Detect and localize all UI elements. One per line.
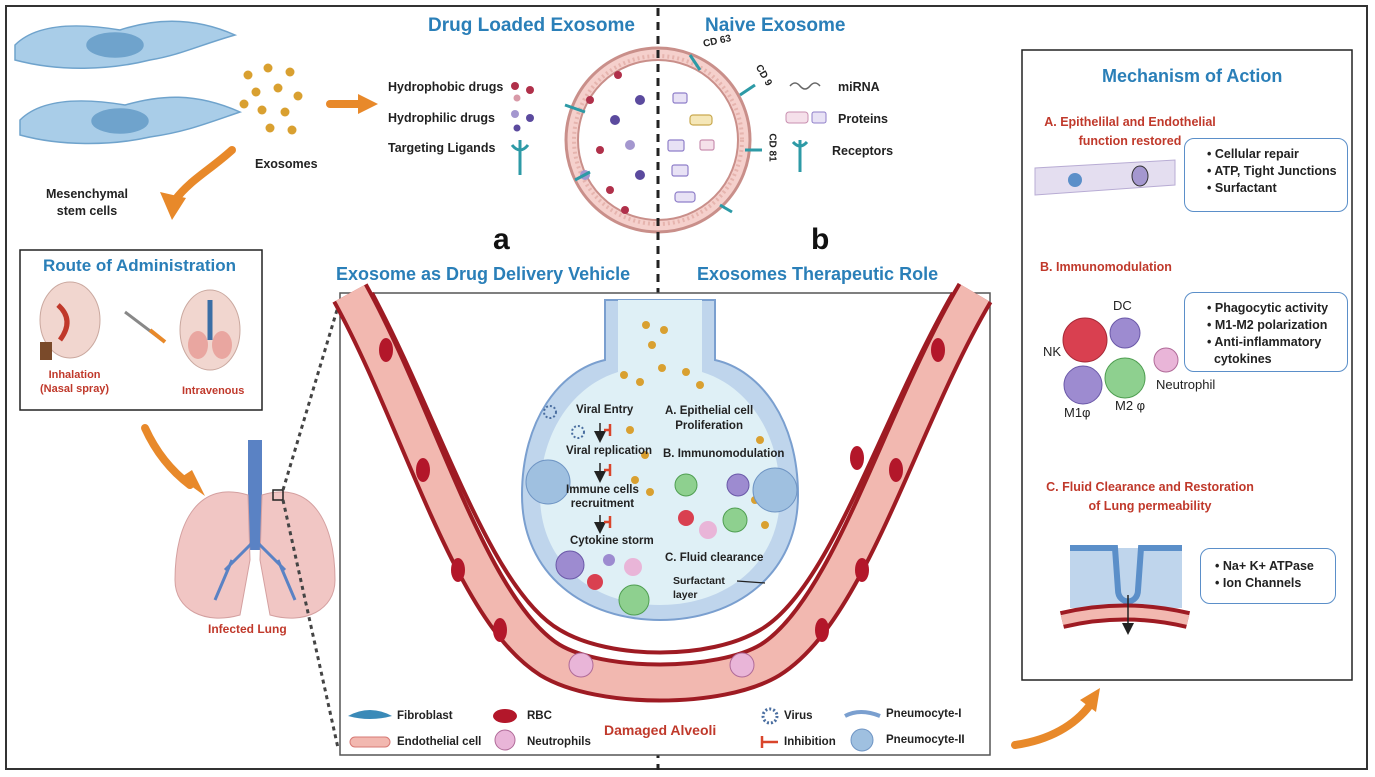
- step-epithelial-proliferation: A. Epithelial cell Proliferation: [665, 405, 754, 432]
- legend-proteins: Proteins: [838, 112, 889, 126]
- top-legend-glyphs: [510, 82, 827, 175]
- rbc-in-vessel: [379, 338, 945, 642]
- epithelium-illustration: [1034, 159, 1176, 196]
- msc-label: Mesenchymal stem cells: [46, 187, 128, 218]
- moa-c-item: Na+ K+ ATPase: [1215, 558, 1335, 575]
- cell-m1-label: M1φ: [1064, 405, 1091, 420]
- moa-a-box: Cellular repair ATP, Tight Junctions Sur…: [1184, 138, 1348, 212]
- legend-mirna: miRNA: [838, 80, 880, 94]
- moa-a-item: Cellular repair: [1207, 146, 1347, 163]
- exosomes-label: Exosomes: [255, 157, 318, 171]
- inhibition-marks: [604, 424, 612, 528]
- moa-c-title: C. Fluid Clearance and Restoration of Lu…: [1046, 480, 1254, 513]
- moa-title: Mechanism of Action: [1102, 66, 1283, 86]
- legend-endothelial: Endothelial cell: [397, 736, 482, 748]
- legend-pneumocyte-2: Pneumocyte-II: [886, 734, 965, 746]
- panel-a-letter: a: [493, 223, 510, 256]
- cell-neutrophil-label: Neutrophil: [1156, 377, 1216, 392]
- moa-a-title: A. Epithelilal and Endothelial function …: [1044, 115, 1216, 148]
- exosome-dots: [239, 63, 303, 135]
- legend-virus: Virus: [784, 710, 813, 722]
- step-viral-replication: Viral replication: [566, 445, 653, 457]
- cell-nk-label: NK: [1043, 344, 1062, 359]
- legend-receptors: Receptors: [832, 144, 894, 158]
- cell-m2-label: M2 φ: [1115, 398, 1146, 413]
- legend-inhibition: Inhibition: [784, 736, 836, 748]
- route-illustration: [39, 281, 241, 371]
- infected-lung-illustration: [174, 440, 336, 619]
- step-viral-entry: Viral Entry: [576, 404, 634, 416]
- moa-b-item: Anti-inflammatory cytokines: [1207, 334, 1347, 368]
- protein-cargo: [667, 92, 715, 203]
- figure-frame: [5, 5, 1368, 770]
- legend-rbc: RBC: [527, 710, 552, 722]
- cell-dc-label: DC: [1113, 298, 1132, 313]
- immune-cells-illustration: [1062, 317, 1179, 405]
- arrow-heads: [160, 94, 1100, 712]
- legend-pneumocyte-1: Pneumocyte-I: [886, 708, 962, 720]
- step-fluid-clearance: C. Fluid clearance: [665, 552, 764, 564]
- panel-a-title: Exosome as Drug Delivery Vehicle: [336, 264, 631, 284]
- legend-glyphs: [348, 707, 881, 752]
- legend-ligands: Targeting Ligands: [388, 141, 496, 155]
- step-immunomodulation: B. Immunomodulation: [663, 448, 785, 460]
- moa-b-item: M1-M2 polarization: [1207, 317, 1347, 334]
- intravenous-label: Intravenous: [182, 385, 245, 397]
- marker-cd81: CD 81: [766, 133, 778, 162]
- blood-vessel: [332, 282, 993, 703]
- panel-b-title: Exosomes Therapeutic Role: [697, 264, 939, 284]
- moa-a-item: Surfactant: [1207, 180, 1347, 197]
- legend-hydrophobic: Hydrophobic drugs: [388, 80, 504, 94]
- drug-loaded-title: Drug Loaded Exosome: [428, 15, 635, 36]
- neutrophils-in-vessel: [568, 652, 755, 678]
- cells-in-alveolus: [525, 405, 798, 616]
- moa-c-box: Na+ K+ ATPase Ion Channels: [1200, 548, 1336, 604]
- moa-b-title: B. Immunomodulation: [1040, 260, 1172, 274]
- fluid-clearance-illustration: [1059, 545, 1191, 635]
- legend-neutrophils: Neutrophils: [527, 736, 591, 748]
- moa-c-item: Ion Channels: [1215, 575, 1335, 592]
- infected-lung-label: Infected Lung: [208, 622, 287, 636]
- surfactant-label: Surfactant layer: [673, 575, 725, 601]
- zoom-lines: [281, 299, 342, 749]
- naive-title: Naive Exosome: [705, 15, 846, 36]
- step-cytokine-storm: Cytokine storm: [570, 535, 654, 547]
- inhalation-label: Inhalation (Nasal spray): [40, 369, 110, 395]
- route-title: Route of Administration: [43, 256, 236, 275]
- step-immune-recruitment: Immune cells recruitment: [566, 484, 639, 510]
- moa-b-item: Phagocytic activity: [1207, 300, 1347, 317]
- mesenchymal-stem-cells-illustration: [14, 20, 243, 145]
- damaged-alveoli-label: Damaged Alveoli: [604, 722, 717, 738]
- moa-a-item: ATP, Tight Junctions: [1207, 163, 1347, 180]
- panel-b-letter: b: [811, 223, 830, 256]
- surfactant-pointer: [736, 580, 766, 584]
- exosome-receptors: [564, 54, 762, 214]
- legend-fibroblast: Fibroblast: [397, 710, 453, 722]
- legend-hydrophilic: Hydrophilic drugs: [388, 111, 495, 125]
- moa-b-box: Phagocytic activity M1-M2 polarization A…: [1184, 292, 1348, 372]
